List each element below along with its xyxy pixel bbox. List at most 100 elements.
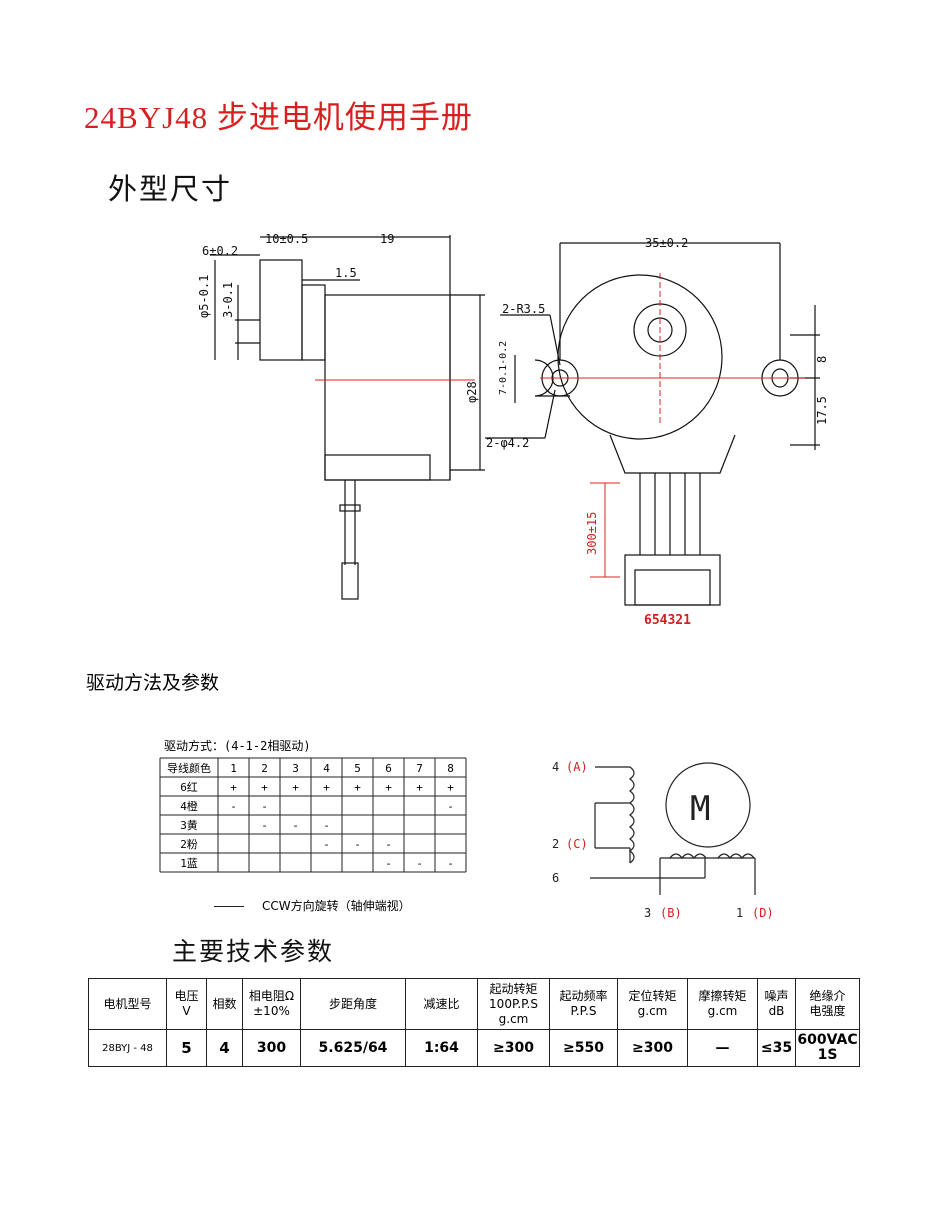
drive-header-cell: 4 — [323, 762, 330, 775]
connector-label: 654321 — [644, 613, 691, 628]
wire-label: 3 — [644, 906, 651, 920]
drive-cell: 6红 — [180, 781, 198, 794]
drive-header-cell: 2 — [261, 762, 268, 775]
drive-caption: 驱动方式：(4-1-2相驱动) — [164, 738, 311, 753]
drive-cell: 4橙 — [180, 799, 198, 813]
specs-cell: 4 — [206, 1029, 243, 1067]
page-title: 24BYJ48 步进电机使用手册 — [84, 100, 473, 135]
section-heading-dimensions: 外型尺寸 — [108, 172, 233, 206]
drive-cell: + — [292, 781, 299, 794]
drive-cell: + — [385, 781, 392, 794]
dim-label: 1.5 — [335, 266, 357, 280]
dim-label: 8 — [815, 356, 829, 363]
drive-header-cell: 1 — [230, 762, 237, 775]
wire-label: 1 — [736, 906, 743, 920]
drive-header-cell: 5 — [354, 762, 361, 775]
specs-header-cell: 电机型号 — [88, 978, 167, 1030]
specs-cell: 28BYJ - 48 — [88, 1029, 167, 1067]
drive-cell: - — [323, 819, 330, 832]
dim-label: 3-0.1 — [221, 282, 235, 318]
drive-cell: - — [261, 800, 268, 813]
specs-cell: — — [687, 1029, 758, 1067]
drive-cell: 2粉 — [180, 838, 198, 851]
specs-value-row: 28BYJ - 48 5 4 300 5.625/64 1:64 ≥300 ≥5… — [88, 1029, 860, 1067]
drive-cell: - — [230, 800, 237, 813]
wire-label: (B) — [660, 906, 682, 920]
drive-cell: - — [323, 838, 330, 851]
side-view-body — [324, 294, 451, 481]
dim-label: 2-φ4.2 — [486, 436, 529, 450]
drive-cell: + — [323, 781, 330, 794]
drive-cell: - — [292, 819, 299, 832]
motor-label: M — [690, 789, 710, 829]
specs-cell: ≥300 — [477, 1029, 550, 1067]
rotation-note: CCW方向旋转（轴伸端视） — [214, 897, 411, 914]
specs-cell: 5.625/64 — [300, 1029, 406, 1067]
specs-cell: ≥300 — [617, 1029, 688, 1067]
wire-label: (C) — [566, 837, 588, 851]
specs-cell: ≤35 — [757, 1029, 796, 1067]
drive-cell: + — [261, 781, 268, 794]
drive-cell: - — [416, 857, 423, 870]
section-heading-params: 主要技术参数 — [172, 937, 335, 966]
wiring-diagram: M 4 (A) 2 (C) 6 3 (B) 1 (D) — [552, 760, 774, 920]
connector — [624, 554, 721, 606]
dim-label: 17.5 — [815, 396, 829, 425]
wire-label: (D) — [752, 906, 774, 920]
wire-label: 2 — [552, 837, 559, 851]
dim-label: φ28 — [465, 381, 479, 403]
drive-cell: - — [354, 838, 361, 851]
dim-label: 300±15 — [585, 512, 599, 555]
specs-header-cell: 步距角度 — [300, 978, 406, 1030]
drive-cell: - — [447, 857, 454, 870]
specs-cell: 300 — [242, 1029, 301, 1067]
drive-header-cell: 6 — [385, 762, 392, 775]
specs-cell: ≥550 — [549, 1029, 618, 1067]
section-heading-drive: 驱动方法及参数 — [86, 672, 220, 694]
dim-label: φ5-0.1 — [197, 275, 211, 318]
drive-cell: + — [447, 781, 454, 794]
specs-header-cell: 相电阻Ω±10% — [242, 978, 301, 1030]
drive-cell: + — [354, 781, 361, 794]
drive-cell: 1蓝 — [180, 857, 198, 870]
motor-symbol — [665, 762, 751, 848]
dim-label: 6±0.2 — [202, 244, 238, 258]
drive-cell: - — [261, 819, 268, 832]
specs-cell: 5 — [166, 1029, 207, 1067]
drive-cell: 3黄 — [180, 818, 198, 832]
dimension-drawing: 6±0.2 10±0.5 19 1.5 φ5-0.1 3-0.1 φ28 35±… — [197, 232, 829, 628]
dim-label: 7-0.1-0.2 — [498, 341, 509, 395]
wire-label: 6 — [552, 871, 559, 885]
specs-cell: 1:64 — [405, 1029, 478, 1067]
drive-header-cell: 导线颜色 — [167, 761, 211, 775]
wire-label: (A) — [566, 760, 588, 774]
dim-label: 10±0.5 — [265, 232, 308, 246]
front-view-body — [557, 274, 723, 440]
arrow-right-icon — [214, 906, 244, 907]
drive-cell: - — [385, 857, 392, 870]
wire-label: 4 — [552, 760, 559, 774]
specs-header-cell: 相数 — [206, 978, 243, 1030]
drive-cell: - — [447, 800, 454, 813]
side-view-shaft — [259, 259, 303, 361]
dim-label: 35±0.2 — [645, 236, 688, 250]
dim-label: 2-R3.5 — [502, 302, 545, 316]
drive-header-cell: 8 — [447, 762, 454, 775]
drive-header-cell: 3 — [292, 762, 299, 775]
specs-header-cell: 减速比 — [405, 978, 478, 1030]
drive-cell: - — [385, 838, 392, 851]
drive-header-cell: 7 — [416, 762, 423, 775]
drive-cell: + — [230, 781, 237, 794]
specs-header-cell: 绝缘介电强度 — [795, 978, 860, 1030]
dim-label: 19 — [380, 232, 394, 246]
